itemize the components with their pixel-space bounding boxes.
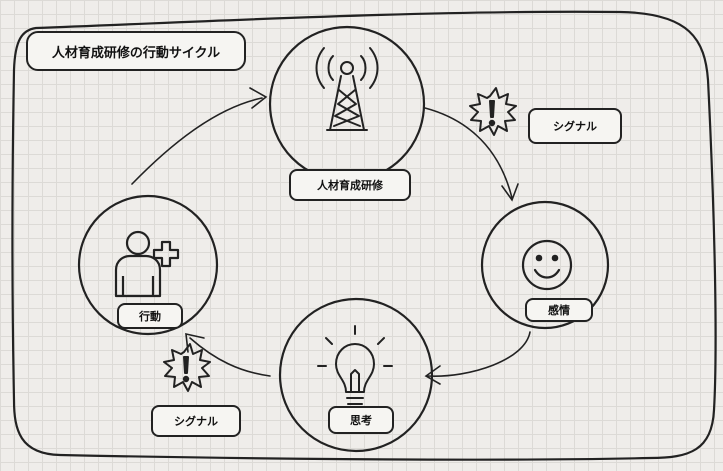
smiley-face-icon (521, 239, 573, 291)
node-label-training: 人材育成研修 (289, 169, 411, 201)
outer-frame (11, 10, 717, 461)
training-node-circle (268, 25, 426, 183)
node-label-action: 行動 (117, 303, 183, 329)
arrow-thinking-to-action (189, 337, 271, 377)
arrow-training-to-emotion (424, 107, 513, 199)
emotion-node-circle (480, 200, 610, 330)
arrow-action-to-training (131, 97, 263, 185)
node-label-emotion: 感情 (525, 298, 593, 322)
antenna-tower-icon (315, 47, 379, 131)
alert-burst-icon (163, 343, 211, 392)
node-label-thinking: 思考 (328, 406, 394, 434)
alert-burst-icon (469, 87, 517, 136)
signal-label-top: シグナル (528, 108, 622, 144)
arrow-head-action-to-training (249, 87, 268, 109)
arrow-emotion-to-thinking (427, 331, 531, 377)
action-node-circle (77, 194, 219, 336)
arrow-head-emotion-to-thinking (424, 365, 441, 385)
person-plus-icon (114, 230, 180, 298)
diagram-title: 人材育成研修の行動サイクル (26, 31, 246, 71)
lightbulb-icon (317, 325, 393, 411)
thinking-node-circle (278, 297, 434, 453)
arrow-head-training-to-emotion (501, 183, 519, 202)
signal-label-bottom: シグナル (151, 405, 241, 437)
cycle-arrows (131, 87, 531, 385)
